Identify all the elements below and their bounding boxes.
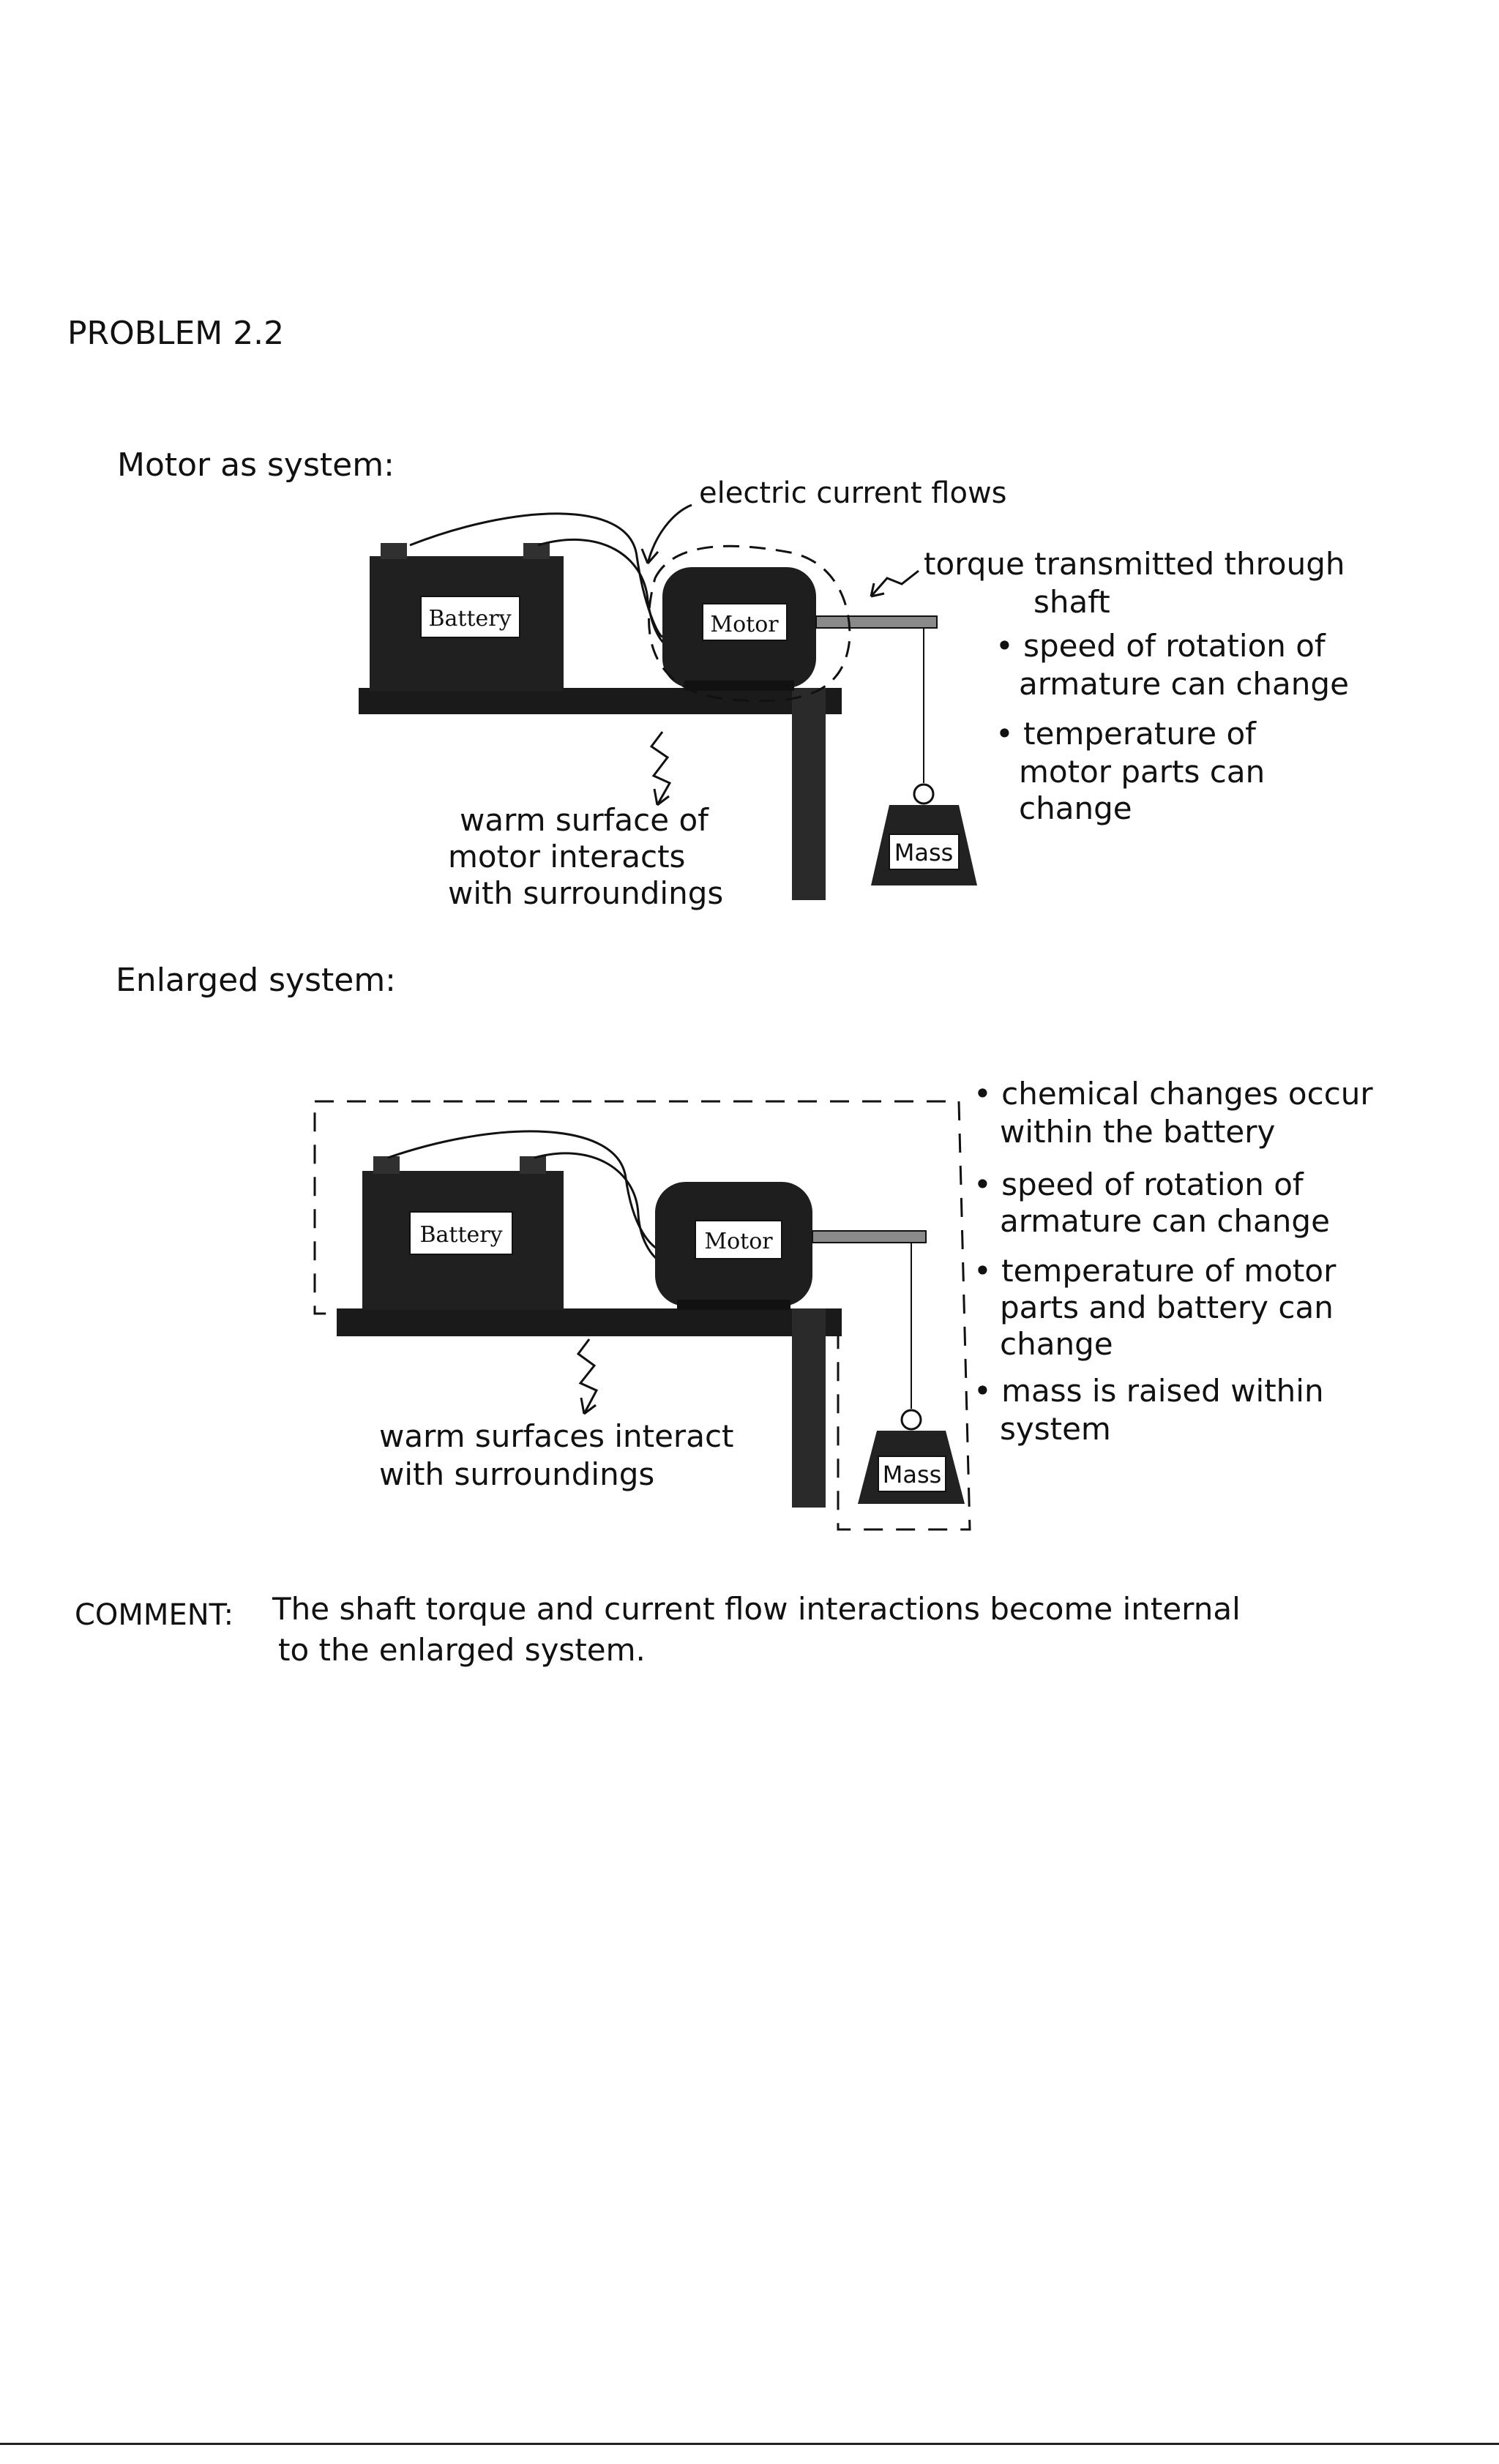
s2-bullet-4-line1: • mass is raised within (973, 1373, 1324, 1409)
wire-2 (537, 538, 667, 645)
s2-bullet-3-line3: change (1000, 1326, 1113, 1362)
torque-arrow (870, 569, 919, 597)
motor-graphic-2: Motor (655, 1182, 812, 1310)
heat-arrow-1 (649, 731, 672, 806)
table-leg-2 (792, 1308, 826, 1508)
mass-label-1: Mass (894, 839, 954, 866)
motor-boundary (648, 544, 851, 703)
problem-title: PROBLEM 2.2 (67, 315, 285, 352)
wire-4 (534, 1152, 663, 1264)
section2-heading: Enlarged system: (116, 962, 397, 999)
torque-label-line1: torque transmitted through (924, 546, 1345, 582)
s2-warm-line1: warm surfaces interact (379, 1418, 734, 1454)
battery-graphic-2: Battery (362, 1156, 564, 1310)
s1-warm-line2: motor interacts (448, 839, 686, 875)
mass-label-2: Mass (883, 1461, 942, 1488)
s2-bullet-1-line2: within the battery (1000, 1114, 1276, 1150)
electric-arrow (646, 503, 692, 564)
s2-bullet-1-line1: • chemical changes occur (973, 1076, 1373, 1112)
s1-warm-line3: with surroundings (448, 875, 724, 911)
wire-3 (387, 1130, 663, 1253)
s2-bullet-3-line2: parts and battery can (1000, 1289, 1334, 1325)
torque-label-line2: shaft (1033, 584, 1110, 620)
comment-label: COMMENT: (75, 1598, 234, 1632)
shaft-1 (815, 615, 938, 629)
s2-warm-line2: with surroundings (379, 1456, 655, 1492)
enlarged-boundary (313, 1100, 971, 1531)
s1-bullet-2-line2: motor parts can (1019, 754, 1266, 790)
s1-bullet-1-line1: • speed of rotation of (995, 628, 1326, 664)
battery-graphic: Battery (370, 543, 564, 692)
comment-line2: to the enlarged system. (278, 1632, 646, 1668)
mass-graphic-2: Mass (858, 1409, 965, 1504)
table-leg (792, 688, 826, 900)
s2-bullet-2-line2: armature can change (1000, 1203, 1330, 1239)
comment-line1: The shaft torque and current flow intera… (272, 1591, 1241, 1627)
s2-bullet-2-line1: • speed of rotation of (973, 1167, 1304, 1202)
mass-graphic-1: Mass (871, 783, 977, 885)
bottom-rule (0, 2443, 1499, 2445)
shaft-2 (812, 1230, 927, 1243)
s1-bullet-2-line3: change (1019, 790, 1132, 826)
section1-heading: Motor as system: (117, 446, 395, 484)
heat-arrow-2 (576, 1338, 599, 1415)
s1-bullet-2-line1: • temperature of (995, 716, 1256, 752)
electric-current-label: electric current flows (699, 476, 1007, 510)
battery-label-1: Battery (428, 606, 511, 632)
motor-graphic: Motor (662, 567, 816, 691)
s2-bullet-4-line2: system (1000, 1411, 1111, 1447)
battery-label-2: Battery (419, 1222, 502, 1248)
s1-bullet-1-line2: armature can change (1019, 666, 1349, 702)
motor-label-1: Motor (710, 612, 779, 637)
s1-warm-line1: warm surface of (460, 802, 709, 838)
s2-bullet-3-line1: • temperature of motor (973, 1253, 1337, 1289)
table-top-2 (337, 1308, 842, 1336)
motor-label-2: Motor (704, 1229, 773, 1254)
